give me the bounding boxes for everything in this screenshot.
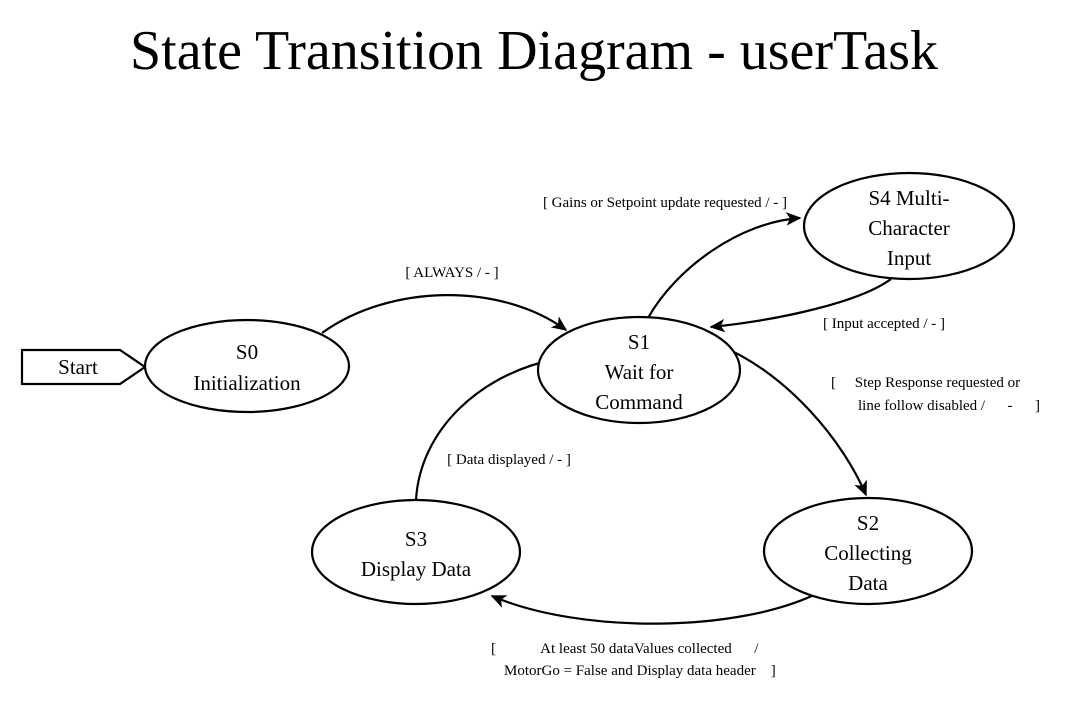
state-s4-line1: S4 Multi- [868, 186, 949, 210]
transition-label-s2-to-s3-line1: [ At least 50 dataValues collected / [491, 641, 759, 657]
state-node-s3[interactable] [310, 498, 522, 606]
transition-s3-to-s1-arrow [414, 355, 558, 501]
state-s4-line2: Character [868, 216, 950, 240]
state-s2-line3: Data [848, 571, 888, 595]
state-node-s4[interactable] [802, 171, 1016, 281]
state-s1-line1: S1 [628, 330, 650, 354]
state-s2-line2: Collecting [824, 541, 912, 565]
state-s0-line2: Initialization [193, 371, 301, 395]
state-node-s0[interactable] [143, 318, 351, 414]
start-label: Start [58, 355, 98, 379]
state-s3-line1: S3 [405, 527, 427, 551]
transition-s1-to-s2-arrow [718, 343, 868, 497]
state-s2-line1: S2 [857, 511, 879, 535]
page-title: State Transition Diagram - userTask [130, 20, 938, 82]
state-s1-line2: Wait for [605, 360, 674, 384]
transition-label-s4-to-s1: [ Input accepted / - ] [823, 316, 945, 332]
transition-label-s3-to-s1: [ Data displayed / - ] [447, 452, 571, 468]
state-node-s1[interactable] [536, 315, 742, 425]
state-s1-line3: Command [595, 390, 683, 414]
transition-label-s1-to-s2-line2: line follow disabled / - ] [858, 398, 1040, 414]
transition-s4-to-s1-arrow [709, 278, 892, 333]
transition-label-s1-to-s4: [ Gains or Setpoint update requested / -… [543, 195, 787, 211]
transition-label-s0-to-s1: [ ALWAYS / - ] [405, 265, 498, 281]
state-s0-line1: S0 [236, 340, 258, 364]
start-terminator [20, 348, 147, 386]
transition-label-s1-to-s2-line1: [ Step Response requested or [831, 375, 1020, 391]
transition-s1-to-s4-arrow [647, 212, 802, 319]
transition-s2-to-s3-arrow [490, 591, 821, 625]
state-s3-line2: Display Data [361, 557, 472, 581]
transition-label-s2-to-s3-line2: MotorGo = False and Display data header … [504, 663, 776, 679]
state-node-s2[interactable] [762, 496, 974, 606]
transition-s0-to-s1-arrow [321, 294, 568, 334]
state-s4-line3: Input [887, 246, 931, 270]
